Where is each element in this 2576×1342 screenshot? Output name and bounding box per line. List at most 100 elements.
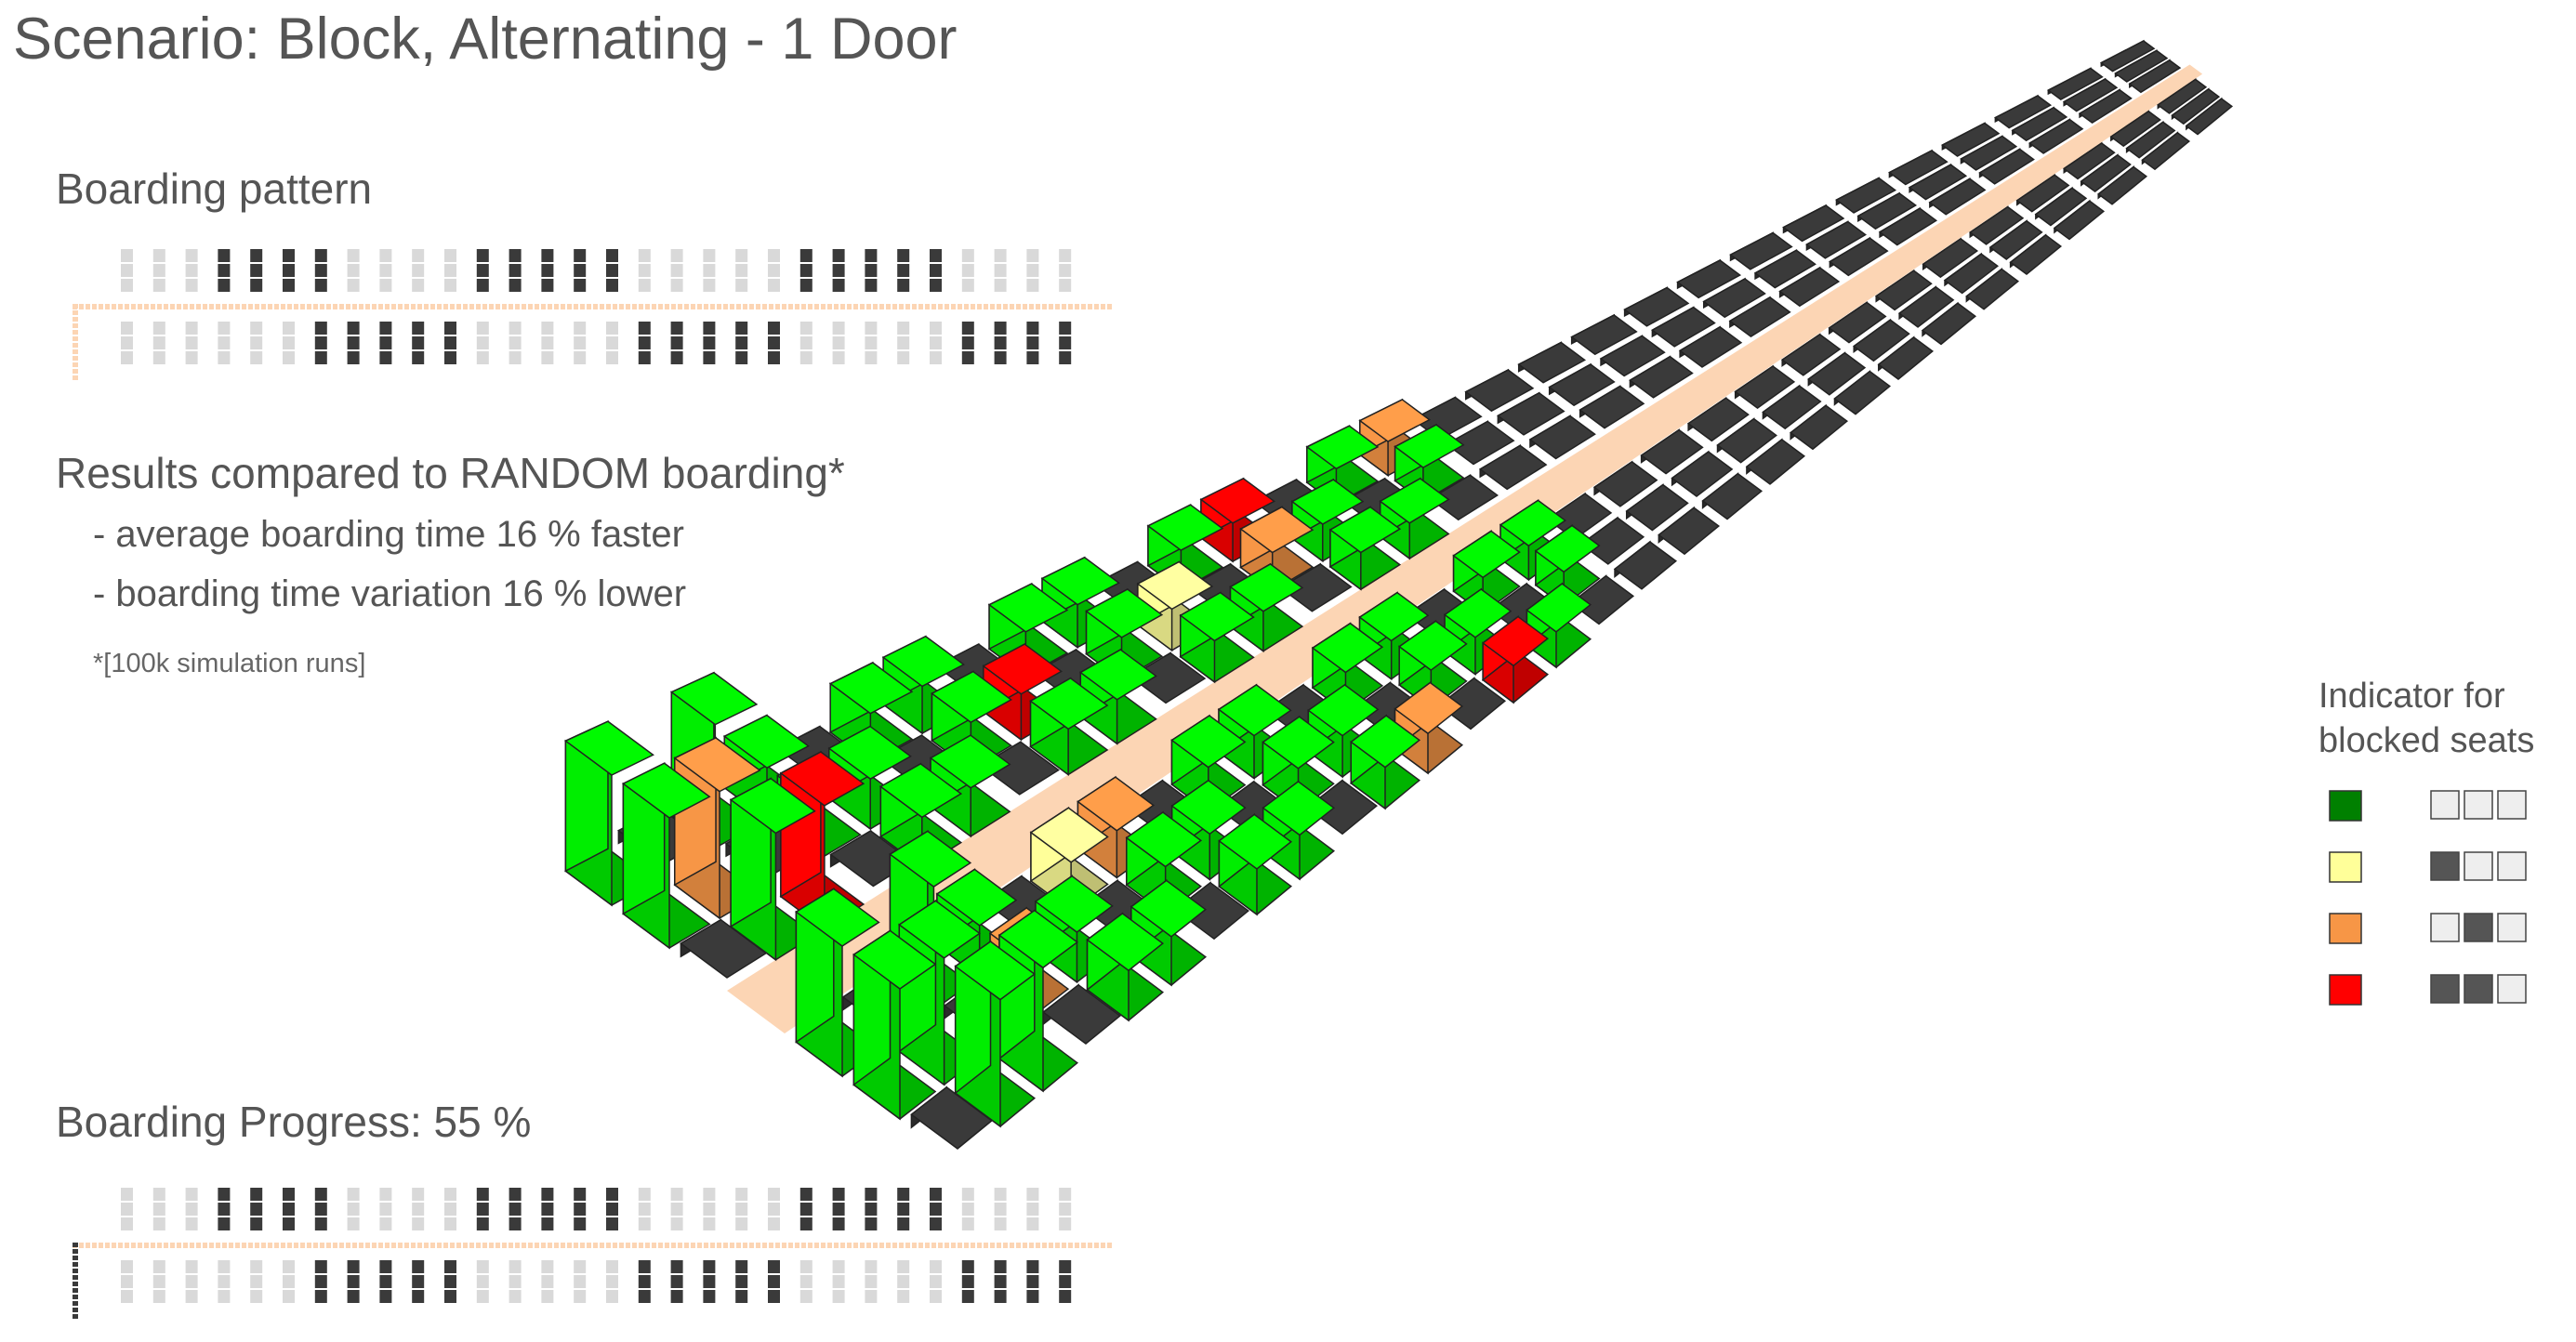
seat bbox=[606, 1217, 618, 1230]
seat-top bbox=[1671, 451, 1734, 498]
aisle-dot bbox=[561, 1243, 565, 1248]
aisle-dot bbox=[879, 1243, 884, 1248]
seat bbox=[444, 322, 456, 335]
aisle-dot bbox=[346, 1243, 350, 1248]
aisle-dot bbox=[1016, 1243, 1021, 1248]
aisle-dot bbox=[997, 304, 1001, 309]
seat bbox=[1026, 1290, 1039, 1303]
seat-top bbox=[1496, 391, 1565, 436]
seat bbox=[1026, 351, 1039, 364]
aisle-dot bbox=[821, 304, 826, 309]
seat-top bbox=[2062, 78, 2119, 112]
door-path-dot bbox=[73, 1262, 78, 1267]
door-path-dot bbox=[73, 369, 78, 374]
seat-top bbox=[1789, 404, 1849, 451]
seat bbox=[897, 264, 910, 277]
seat-top bbox=[1928, 178, 1987, 216]
aisle-dot bbox=[632, 1243, 637, 1248]
seat bbox=[121, 1188, 133, 1201]
seat-top bbox=[1678, 325, 1743, 368]
aisle-dot bbox=[365, 1243, 370, 1248]
seat bbox=[930, 322, 942, 335]
aisle-dot bbox=[333, 1243, 337, 1248]
aisle-dot bbox=[769, 304, 773, 309]
aisle-dot bbox=[157, 1243, 162, 1248]
aisle-dot bbox=[144, 304, 149, 309]
aisle-dot bbox=[788, 1243, 793, 1248]
aisle-dot bbox=[248, 304, 253, 309]
seat bbox=[121, 264, 133, 277]
seat bbox=[476, 1188, 489, 1201]
seat-top bbox=[1753, 249, 1816, 289]
seat bbox=[1059, 279, 1072, 292]
seat bbox=[250, 1290, 263, 1303]
aisle-dot bbox=[515, 1243, 520, 1248]
seat bbox=[606, 1275, 618, 1288]
seat bbox=[799, 1260, 812, 1273]
aisle-dot bbox=[938, 304, 943, 309]
aisle-dot bbox=[723, 1243, 728, 1248]
passenger-top bbox=[1481, 615, 1550, 667]
seat bbox=[606, 1290, 618, 1303]
passenger-top bbox=[1229, 563, 1304, 612]
aisle-dot bbox=[326, 1243, 331, 1248]
seat bbox=[574, 336, 587, 349]
seat bbox=[1026, 279, 1039, 292]
seat bbox=[509, 1260, 522, 1273]
seat bbox=[412, 1260, 425, 1273]
seat-top bbox=[2114, 49, 2169, 83]
passenger-top bbox=[878, 762, 963, 819]
aisle-dot bbox=[99, 1243, 103, 1248]
passenger-top bbox=[935, 868, 1018, 927]
aisle-dot bbox=[1075, 1243, 1079, 1248]
aisle-dot bbox=[606, 304, 611, 309]
seat bbox=[509, 1217, 522, 1230]
legend-seat bbox=[2464, 974, 2493, 1004]
seat-top bbox=[1960, 135, 2018, 171]
seat-top bbox=[1592, 460, 1658, 507]
seat-top bbox=[1570, 314, 1638, 356]
seat bbox=[379, 351, 392, 364]
aisle-dot bbox=[769, 1243, 773, 1248]
seat bbox=[185, 264, 198, 277]
seat bbox=[735, 279, 748, 292]
seat bbox=[509, 249, 522, 262]
seat bbox=[994, 351, 1007, 364]
aisle-dot bbox=[489, 1243, 494, 1248]
aisle-dot bbox=[495, 304, 500, 309]
seat bbox=[185, 1275, 198, 1288]
seat bbox=[1059, 264, 1072, 277]
seat bbox=[185, 1217, 198, 1230]
aisle-dot bbox=[665, 1243, 669, 1248]
seat bbox=[121, 351, 133, 364]
aisle-dot bbox=[365, 304, 370, 309]
seat-top bbox=[1965, 268, 2020, 310]
seat bbox=[379, 336, 392, 349]
seat bbox=[379, 1203, 392, 1216]
seat bbox=[379, 322, 392, 335]
aisle-dot bbox=[339, 1243, 344, 1248]
aisle-dot bbox=[170, 1243, 175, 1248]
passenger-top bbox=[1307, 683, 1380, 737]
aisle-dot bbox=[1016, 304, 1021, 309]
seat bbox=[347, 264, 360, 277]
seat bbox=[930, 1260, 942, 1273]
aisle-dot bbox=[964, 304, 969, 309]
passenger-top bbox=[1443, 588, 1513, 638]
seat bbox=[509, 1290, 522, 1303]
seat bbox=[314, 264, 327, 277]
aisle-dot bbox=[658, 1243, 663, 1248]
aisle-dot bbox=[756, 1243, 760, 1248]
aisle-dot bbox=[509, 1243, 513, 1248]
aisle-dot bbox=[658, 304, 663, 309]
seat-top bbox=[1599, 335, 1666, 377]
seat bbox=[476, 322, 489, 335]
seat bbox=[832, 279, 845, 292]
seat bbox=[768, 1260, 780, 1273]
seat bbox=[574, 1188, 587, 1201]
aisle-dot bbox=[125, 1243, 129, 1248]
aisle-dot bbox=[476, 1243, 481, 1248]
seat bbox=[509, 336, 522, 349]
seat bbox=[541, 1203, 554, 1216]
seat bbox=[379, 249, 392, 262]
